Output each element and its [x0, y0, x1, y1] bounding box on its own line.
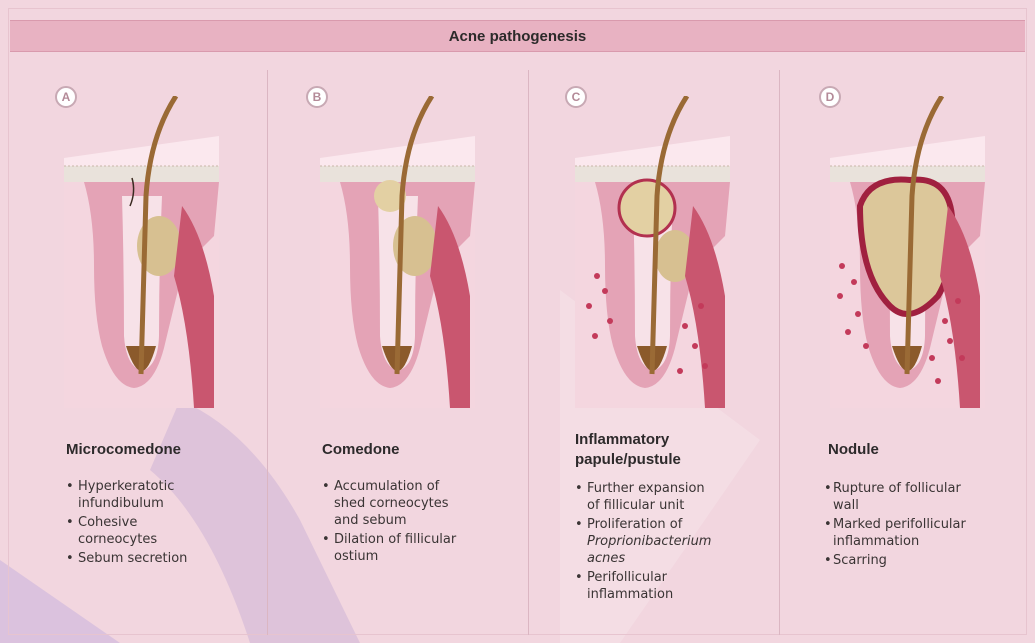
bullet-item: Proliferation of Proprionibacterium acnes	[575, 516, 755, 567]
bullet-text: Proliferation of	[587, 517, 682, 532]
bullet-item: Sebum secretion	[66, 550, 246, 567]
stage-panel-a: A Microcomedone Hyperkeratotic infundibu…	[50, 60, 300, 635]
diagram-title: Acne pathogenesis	[449, 28, 587, 45]
comedone-illustration	[320, 96, 475, 408]
bullet-item: Cohesive corneocytes	[66, 514, 246, 548]
stage-bullet-list: Rupture of follicular wall Marked perifo…	[824, 480, 1004, 571]
bullet-item: Scarring	[824, 552, 1004, 569]
bullet-item: Dilation of fillicular ostium	[322, 531, 502, 565]
bullet-item: Marked perifollicular inflammation	[824, 516, 1004, 550]
bullet-italic-text: Proprionibacterium acnes	[587, 534, 711, 566]
bullet-item: Accumulation of shed corneocytes and seb…	[322, 478, 502, 529]
stage-title: Inflammatory papule/pustule	[575, 430, 681, 470]
bullet-item: Further expansion of fillicular unit	[575, 480, 755, 514]
microcomedone-illustration	[64, 96, 219, 408]
stage-bullet-list: Further expansion of fillicular unit Pro…	[575, 480, 755, 605]
stage-bullet-list: Accumulation of shed corneocytes and seb…	[322, 478, 502, 567]
bullet-item: Hyperkeratotic infundibulum	[66, 478, 246, 512]
stage-panel-d: D Nodule Rupture of follicular wall Mark…	[810, 60, 1035, 635]
stage-panel-c: C Inflammatory papule/pustule Further ex…	[555, 60, 805, 635]
stage-title: Comedone	[322, 440, 400, 460]
stage-bullet-list: Hyperkeratotic infundibulum Cohesive cor…	[66, 478, 246, 569]
bullet-item: Rupture of follicular wall	[824, 480, 1004, 514]
stage-panel-b: B Comedone Accumulation of shed corneocy…	[300, 60, 550, 635]
stage-title: Nodule	[828, 440, 879, 460]
header-band: Acne pathogenesis	[10, 20, 1025, 52]
bullet-item: Perifollicular inflammation	[575, 569, 755, 603]
nodule-illustration	[830, 96, 985, 408]
papule-pustule-illustration	[575, 96, 730, 408]
stage-title: Microcomedone	[66, 440, 181, 460]
